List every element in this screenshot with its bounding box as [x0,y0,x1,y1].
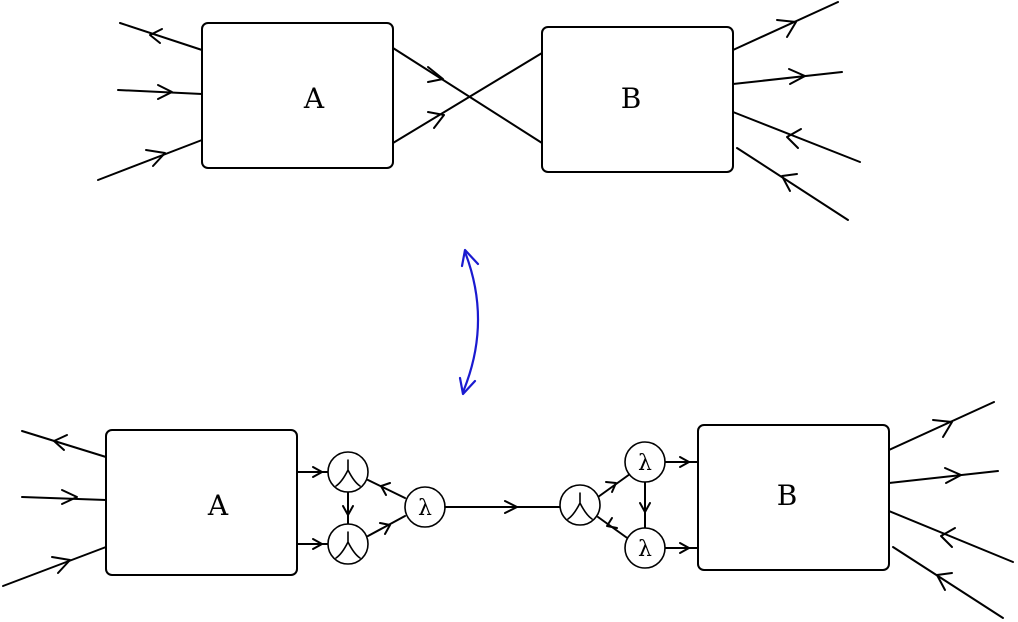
top-diagram: A B [97,1,861,221]
bottom-box-a-label: A [207,489,229,522]
top-b-right-wires [732,1,861,221]
top-box-a [201,22,394,169]
bottom-box-b-label: B [777,479,798,512]
bottom-box-b [697,424,890,571]
lambda-node: λ [624,441,666,483]
top-box-a-label: A [303,82,325,115]
bottom-diagram: A B [2,401,1014,619]
lambda-node: λ [624,527,666,569]
bottom-middle-wire [444,500,563,514]
top-crossing-wires [392,47,543,144]
equivalence-arrow [458,248,480,396]
merge-node-icon [327,523,369,565]
bottom-b-right-wires [888,401,1014,619]
merge-node-icon [559,484,601,526]
lambda-label: λ [418,496,432,521]
merge-node-icon [327,451,369,493]
lambda-label: λ [638,537,652,562]
top-box-b [541,26,734,173]
bottom-box-a [105,429,298,576]
double-arrow-icon [461,250,480,394]
top-a-left-wires [97,22,203,181]
bottom-a-left-wires [2,430,107,587]
bottom-right-gadget-wires [597,456,699,554]
lambda-label: λ [638,451,652,476]
top-box-b-label: B [621,82,642,115]
bottom-left-gadget-wires [296,466,406,550]
lambda-node: λ [404,486,446,528]
